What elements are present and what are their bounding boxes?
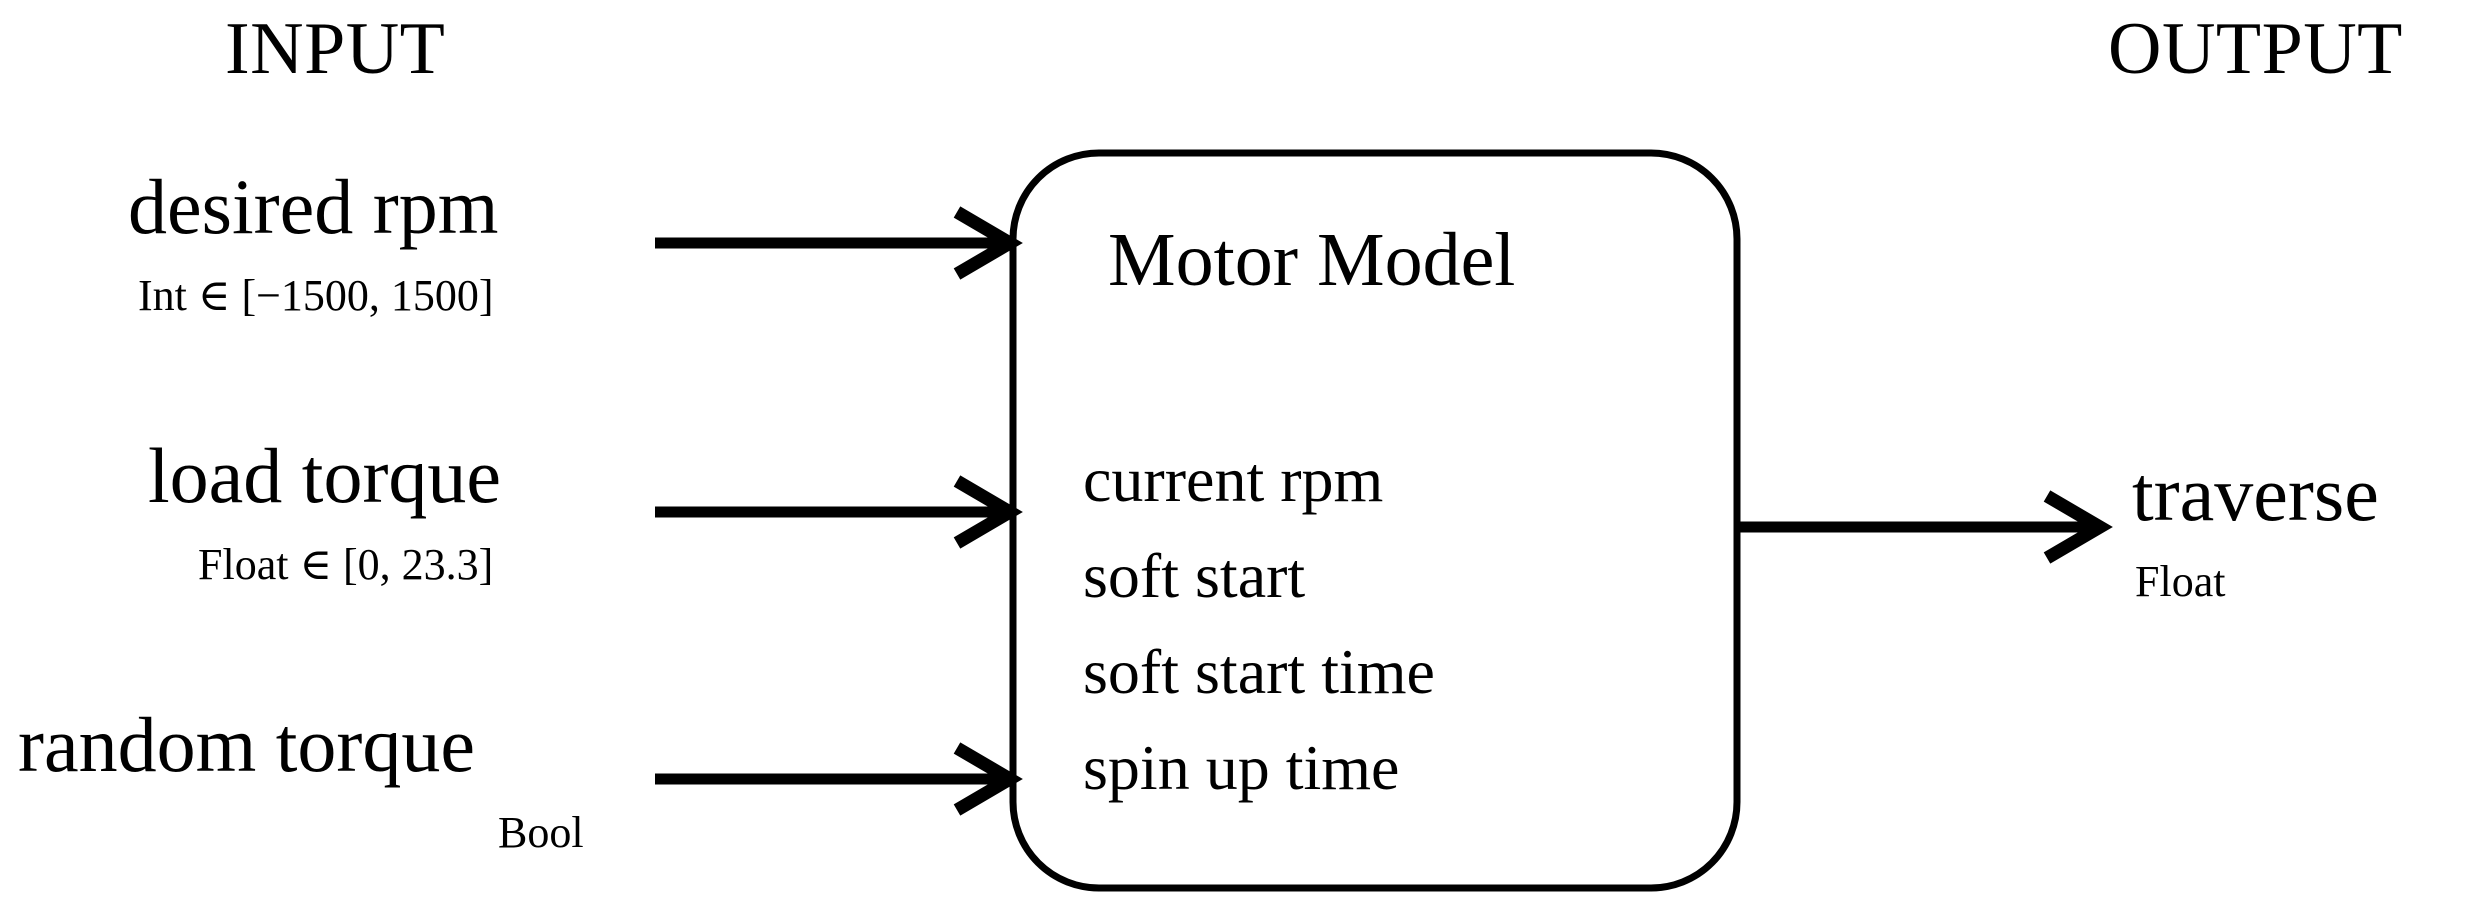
arrow-random-torque bbox=[655, 742, 1023, 816]
arrow-right-icon bbox=[2043, 490, 2113, 564]
input-column-header: INPUT bbox=[225, 8, 446, 90]
arrow-desired-rpm bbox=[655, 206, 1023, 280]
arrow-right-icon bbox=[953, 206, 1023, 280]
input-label-load-torque: load torque bbox=[148, 432, 502, 519]
input-label-random-torque: random torque bbox=[18, 701, 476, 788]
motor-model-box bbox=[1009, 149, 1741, 892]
arrow-traverse bbox=[1737, 490, 2113, 564]
input-type-desired-rpm: Int ∈ [−1500, 1500] bbox=[138, 271, 494, 320]
block-item-spin-up-time: spin up time bbox=[1083, 732, 1400, 803]
block-item-current-rpm: current rpm bbox=[1083, 444, 1384, 515]
input-type-random-torque: Bool bbox=[498, 808, 584, 857]
arrow-right-icon bbox=[953, 475, 1023, 549]
input-type-load-torque: Float ∈ [0, 23.3] bbox=[198, 540, 494, 589]
block-title-motor-model: Motor Model bbox=[1108, 218, 1516, 302]
input-label-desired-rpm: desired rpm bbox=[128, 163, 499, 250]
arrow-right-icon bbox=[953, 742, 1023, 816]
block-item-soft-start: soft start bbox=[1083, 540, 1306, 611]
output-type-traverse: Float bbox=[2135, 557, 2226, 606]
output-column-header: OUTPUT bbox=[2108, 8, 2403, 90]
arrow-load-torque bbox=[655, 475, 1023, 549]
output-label-traverse: traverse bbox=[2132, 450, 2379, 537]
block-item-soft-start-time: soft start time bbox=[1083, 636, 1435, 707]
